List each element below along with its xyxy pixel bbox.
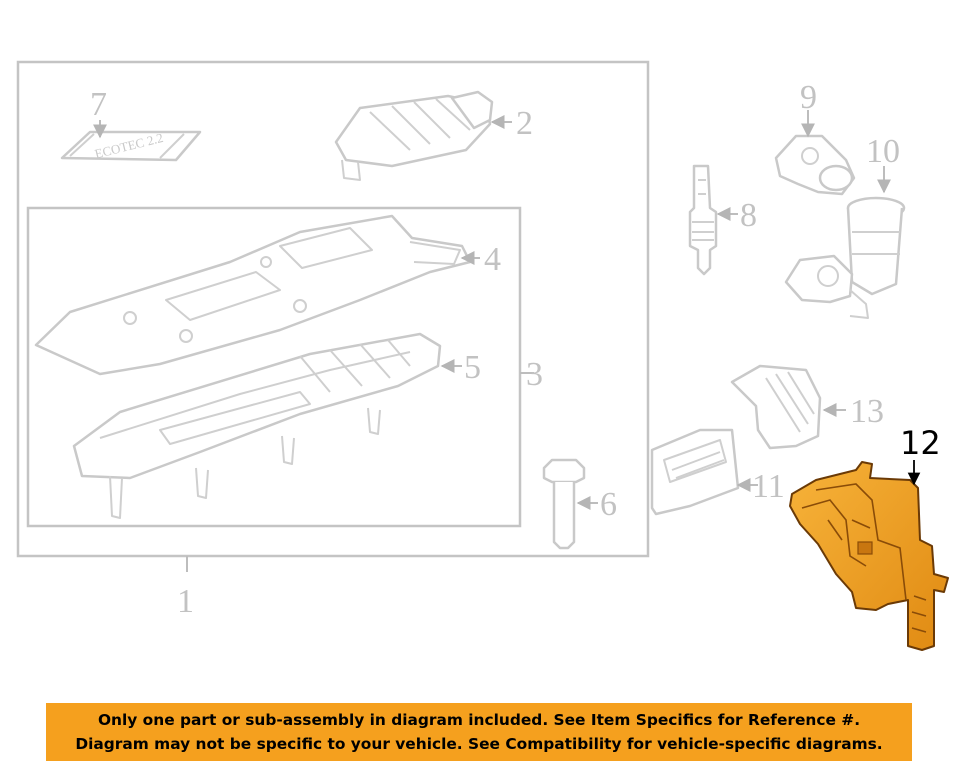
actuator-part [784, 166, 906, 319]
bracket-part-highlighted [789, 460, 949, 651]
ignition-coil-part [72, 332, 462, 519]
callout-11: 11 [752, 468, 785, 505]
callout-3: 3 [526, 356, 543, 393]
callout-9: 9 [800, 79, 817, 116]
notice-banner: Only one part or sub-assembly in diagram… [46, 703, 912, 761]
assembly-frame-outer [16, 60, 650, 572]
callout-12: 12 [900, 424, 941, 462]
callout-10: 10 [866, 133, 900, 170]
callout-6: 6 [600, 486, 617, 523]
notice-line-2: Diagram may not be specific to your vehi… [75, 735, 883, 753]
callout-1: 1 [177, 583, 194, 620]
control-module-part [650, 428, 758, 516]
callout-8: 8 [740, 197, 757, 234]
spark-plug-part [688, 164, 738, 276]
emblem-part: ECOTEC 2.2 [60, 120, 202, 161]
callout-4: 4 [484, 241, 501, 278]
callout-7: 7 [90, 86, 107, 123]
bolt-part [542, 458, 598, 550]
module-cover-part [730, 364, 846, 450]
notice-line-1: Only one part or sub-assembly in diagram… [97, 711, 861, 729]
callout-2: 2 [516, 105, 533, 142]
engine-cover-part [34, 214, 480, 376]
callout-13: 13 [850, 393, 884, 430]
callout-5: 5 [464, 349, 481, 386]
sensor-part [774, 110, 856, 196]
assembly-frame-inner [26, 206, 534, 528]
sensor-module-part [334, 90, 512, 181]
